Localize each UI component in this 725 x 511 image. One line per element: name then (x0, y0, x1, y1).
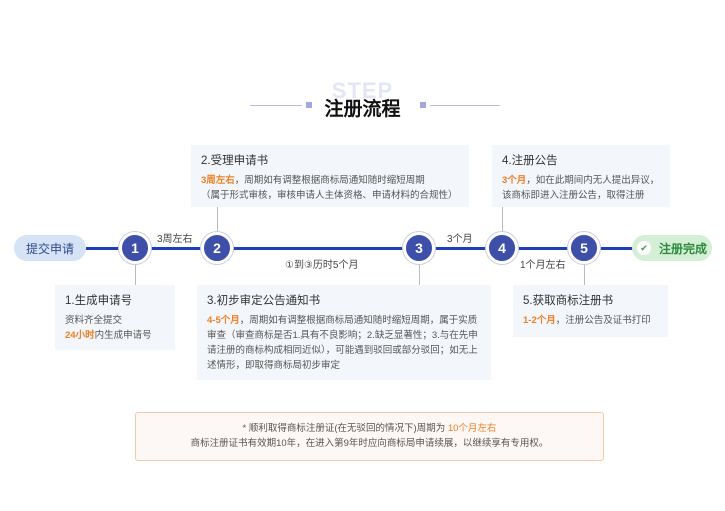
step-duration: 24小时 (65, 330, 95, 341)
step-title: 3.初步审定公告通知书 (207, 295, 321, 307)
step-desc: ，周期如有调整根据商标局通知随时缩短周期，属于实质审查（审查商标是否1.具有不良… (207, 315, 478, 371)
connector-4 (502, 207, 503, 233)
step-title: 4.注册公告 (502, 155, 558, 167)
title-square-right (420, 102, 426, 108)
step-desc: ，如在此期间内无人提出异议，该商标即进入注册公告，取得注册 (502, 175, 660, 201)
step-title: 5.获取商标注册书 (523, 295, 614, 307)
step-desc-2: 内生成申请号 (94, 330, 152, 341)
step-card-5: 5.获取商标注册书 1-2个月，注册公告及证书打印 (513, 285, 668, 337)
summary-note: * 顺利取得商标注册证(在无驳回的情况下)周期为 10个月左右 商标注册证书有效… (135, 412, 604, 461)
step-card-3: 3.初步审定公告通知书 4-5个月，周期如有调整根据商标局通知随时缩短周期，属于… (197, 285, 491, 380)
title-square-left (306, 102, 312, 108)
step-card-1: 1.生成申请号 资料齐全提交 24小时内生成申请号 (55, 285, 175, 350)
step-card-2: 2.受理申请书 3周左右，周期如有调整根据商标局通知随时缩短周期 （属于形式审核… (191, 145, 469, 207)
step-duration: 3周左右 (201, 175, 235, 186)
duration-1-2: 3周左右 (157, 234, 193, 245)
step-desc: ，周期如有调整根据商标局通知随时缩短周期 (234, 175, 425, 186)
timeline-track (86, 247, 636, 250)
page-title: 注册流程 (324, 99, 401, 120)
title-divider-left (250, 105, 302, 106)
connector-3 (419, 264, 420, 285)
connector-5 (584, 264, 585, 285)
duration-1-3: ①到③历时5个月 (285, 260, 359, 271)
note-highlight: 10个月左右 (447, 423, 497, 434)
title-divider-right (430, 105, 500, 106)
step-watermark: STEP (331, 78, 394, 103)
duration-4-5: 1个月左右 (520, 260, 566, 271)
step-card-4: 4.注册公告 3个月，如在此期间内无人提出异议，该商标即进入注册公告，取得注册 (492, 145, 670, 207)
step-duration: 4-5个月 (207, 315, 240, 326)
step-desc-2: （属于形式审核，审核申请人主体资格、申请材料的合规性） (201, 190, 458, 201)
connector-1 (135, 264, 136, 285)
step-circle-2: 2 (201, 232, 233, 264)
step-circle-4: 4 (486, 232, 518, 264)
step-desc: 资料齐全提交 (65, 315, 123, 326)
duration-3-4: 3个月 (447, 234, 473, 245)
start-submit-application: 提交申请 (14, 235, 86, 261)
end-registration-complete: ✔ 注册完成 (632, 235, 712, 261)
note-line2: 商标注册证书有效期10年，在进入第9年时应向商标局申请续展，以继续享有专用权。 (190, 438, 549, 449)
note-line1: * 顺利取得商标注册证(在无驳回的情况下)周期为 (242, 423, 448, 434)
step-title: 1.生成申请号 (65, 295, 133, 307)
step-duration: 3个月 (502, 175, 527, 186)
step-circle-1: 1 (119, 232, 151, 264)
step-desc: ，注册公告及证书打印 (555, 315, 651, 326)
step-duration: 1-2个月 (523, 315, 556, 326)
step-circle-5: 5 (568, 232, 600, 264)
end-label: 注册完成 (658, 241, 707, 256)
connector-2 (217, 207, 218, 233)
step-title: 2.受理申请书 (201, 155, 269, 167)
step-circle-3: 3 (403, 232, 435, 264)
check-icon: ✔ (636, 241, 651, 255)
